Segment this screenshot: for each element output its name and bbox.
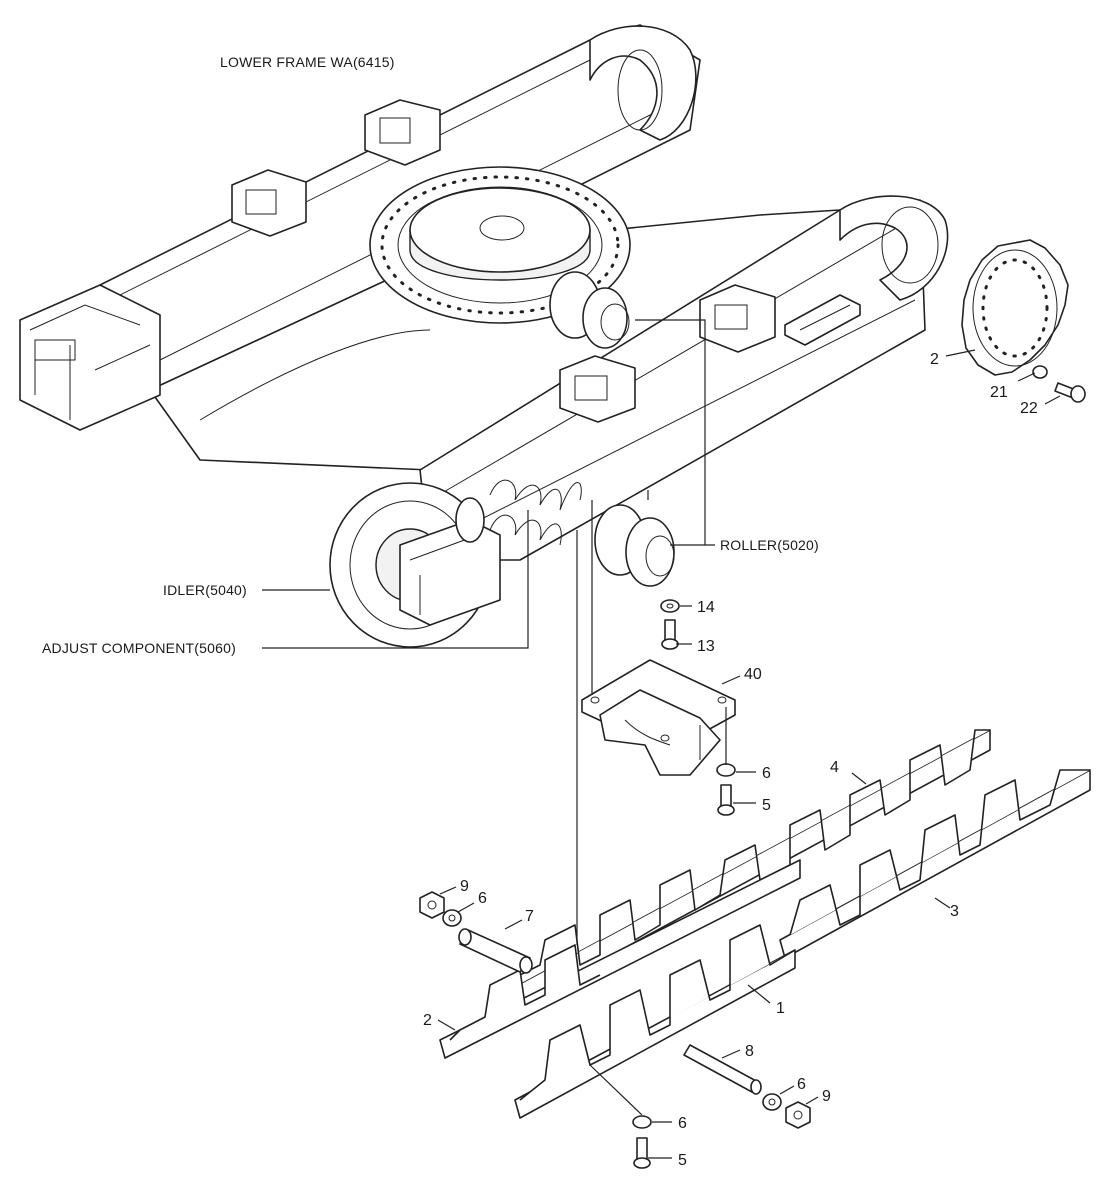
washer-and-bolt-guard (716, 763, 736, 816)
part-number-6-upper: 6 (762, 765, 771, 782)
track-guide-1 (514, 924, 796, 1119)
nut-9-right (785, 1101, 811, 1129)
part-number-5-bottom: 5 (678, 1152, 687, 1169)
washer-6-left (442, 909, 462, 927)
part-number-3: 3 (950, 903, 959, 920)
track-guide-2 (439, 859, 801, 1059)
part-number-22: 22 (1020, 400, 1038, 417)
lower-frame-drawing (19, 24, 949, 561)
upper-roller (549, 271, 630, 349)
part-number-40: 40 (744, 666, 762, 683)
track-guide-3 (779, 769, 1091, 959)
part-number-7: 7 (525, 908, 534, 925)
idler-assembly (329, 482, 501, 648)
washer-6-right (762, 1093, 782, 1111)
part-number-2-sprocket: 2 (930, 351, 939, 368)
part-number-9-left: 9 (460, 878, 469, 895)
part-number-1: 1 (776, 1000, 785, 1017)
part-number-8: 8 (745, 1043, 754, 1060)
part-number-6-left: 6 (478, 890, 487, 907)
sprocket-assembly (961, 239, 1086, 403)
pin-8 (683, 1044, 762, 1095)
label-lower-frame: LOWER FRAME WA(6415) (220, 54, 395, 70)
lower-roller (594, 504, 675, 587)
part-number-13: 13 (697, 638, 715, 655)
part-number-4: 4 (830, 759, 839, 776)
label-idler: IDLER(5040) (163, 582, 247, 598)
part-number-14: 14 (697, 599, 715, 616)
nut-9-left (419, 891, 445, 919)
guard-bracket (581, 659, 736, 776)
part-number-21: 21 (990, 384, 1008, 401)
washer-and-bolt-bottom (632, 1115, 652, 1169)
part-number-6-right: 6 (797, 1076, 806, 1093)
pin-7 (458, 928, 533, 974)
leader-lines (262, 319, 1061, 1159)
part-number-2-left: 2 (423, 1012, 432, 1029)
part-number-9-right: 9 (822, 1088, 831, 1105)
adjust-spring (455, 479, 582, 546)
part-number-5-upper: 5 (762, 797, 771, 814)
label-roller: ROLLER(5020) (720, 537, 819, 553)
label-adjust-component: ADJUST COMPONENT(5060) (42, 640, 236, 656)
track-guide-4 (489, 729, 991, 1019)
washer-and-bolt-roller (660, 599, 680, 650)
part-number-6-bottom: 6 (678, 1115, 687, 1132)
